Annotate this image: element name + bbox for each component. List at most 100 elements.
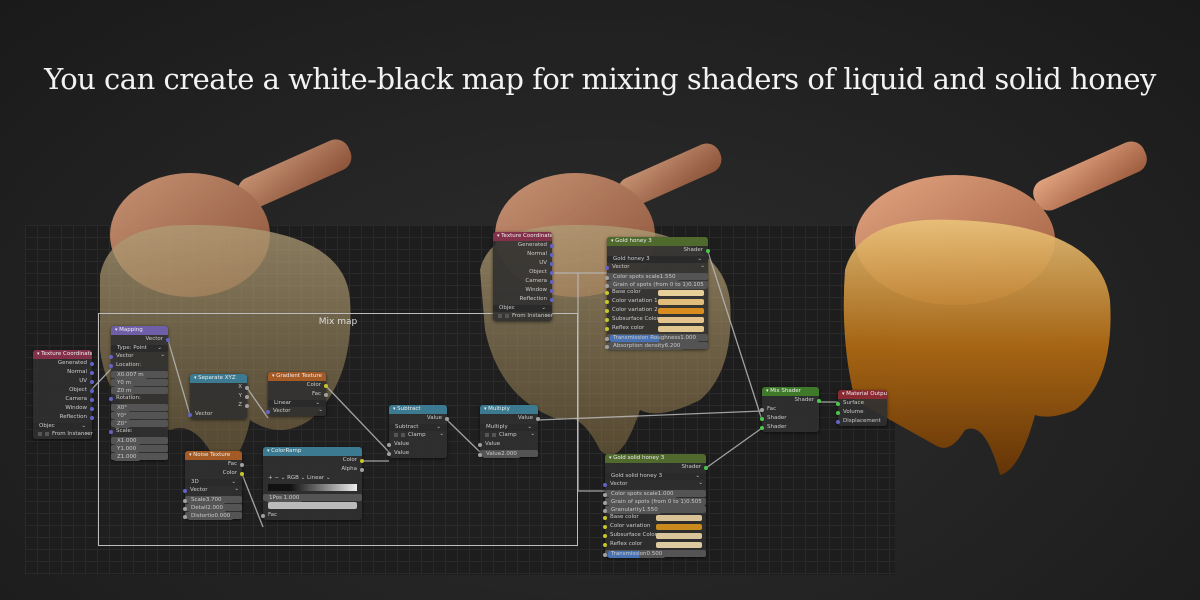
- socket-color[interactable]: [360, 458, 364, 463]
- socket-vector[interactable]: [188, 412, 192, 417]
- node-header[interactable]: Gradient Texture: [268, 372, 326, 381]
- color-swatch[interactable]: [655, 514, 702, 521]
- dropdown[interactable]: 3D: [188, 479, 239, 486]
- socket-float[interactable]: [324, 392, 328, 397]
- socket-shader[interactable]: [760, 416, 764, 421]
- socket-float[interactable]: [183, 498, 187, 503]
- socket-vector[interactable]: [90, 370, 94, 375]
- color-swatch[interactable]: [657, 298, 704, 305]
- socket-vector[interactable]: [605, 265, 609, 270]
- socket-float[interactable]: [536, 416, 540, 421]
- socket-float[interactable]: [360, 467, 364, 472]
- colorramp-toolbar[interactable]: + − ⌄ RGB ⌄ Linear ⌄: [268, 475, 331, 481]
- color-ramp-gradient[interactable]: [268, 484, 357, 491]
- socket-vector[interactable]: [90, 379, 94, 384]
- value-field[interactable]: Grain of spots (from 0 to 1)0.105: [610, 282, 707, 289]
- socket-color[interactable]: [605, 326, 609, 331]
- color-swatch[interactable]: [657, 316, 704, 323]
- socket-vector[interactable]: [550, 270, 554, 275]
- socket-float[interactable]: [605, 283, 609, 288]
- socket-shader[interactable]: [836, 410, 840, 415]
- socket-vector[interactable]: [109, 363, 113, 368]
- socket-float[interactable]: [261, 513, 265, 518]
- dropdown[interactable]: Linear: [271, 400, 323, 407]
- socket-float[interactable]: [183, 506, 187, 511]
- socket-float[interactable]: [478, 452, 482, 457]
- node-multiply[interactable]: MultiplyValueMultiplyClampValueValue2.00…: [478, 405, 540, 458]
- node-noise[interactable]: Noise TextureFacColor3DVectorScale3.700D…: [183, 451, 244, 520]
- socket-color[interactable]: [605, 299, 609, 304]
- socket-float[interactable]: [478, 442, 482, 447]
- socket-shader[interactable]: [817, 398, 821, 403]
- dropdown[interactable]: Gold solid honey 3: [608, 473, 703, 480]
- socket-color[interactable]: [324, 383, 328, 388]
- dropdown[interactable]: Objec: [36, 423, 89, 430]
- color-swatch[interactable]: [655, 541, 702, 548]
- socket-vector[interactable]: [90, 361, 94, 366]
- socket-float[interactable]: [605, 275, 609, 280]
- socket-color[interactable]: [240, 471, 244, 476]
- socket-float[interactable]: [603, 508, 607, 513]
- node-subtract[interactable]: SubtractValueSubtractClampValueValue: [387, 405, 449, 458]
- node-texcoord2[interactable]: Texture CoordinateGeneratedNormalUVObjec…: [493, 232, 554, 321]
- socket-color[interactable]: [603, 524, 607, 529]
- color-swatch[interactable]: [657, 307, 704, 314]
- socket-vector[interactable]: [550, 288, 554, 293]
- socket-vector[interactable]: [550, 261, 554, 266]
- socket-color[interactable]: [605, 290, 609, 295]
- socket-vector[interactable]: [90, 415, 94, 420]
- socket-vector[interactable]: [109, 429, 113, 434]
- socket-float[interactable]: [605, 336, 609, 341]
- socket-vector[interactable]: [90, 406, 94, 411]
- socket-vector[interactable]: [90, 397, 94, 402]
- socket-float[interactable]: [245, 403, 249, 408]
- color-swatch[interactable]: [655, 523, 702, 530]
- checkbox[interactable]: From Instancer: [45, 431, 93, 437]
- socket-shader[interactable]: [760, 425, 764, 430]
- socket-float[interactable]: [183, 514, 187, 519]
- color-swatch-white[interactable]: [268, 502, 357, 509]
- node-header[interactable]: ColorRamp: [263, 447, 362, 456]
- socket-vector[interactable]: [550, 297, 554, 302]
- node-header[interactable]: Separate XYZ: [190, 374, 247, 383]
- node-texcoord1[interactable]: Texture CoordinateGeneratedNormalUVObjec…: [33, 350, 94, 439]
- node-header[interactable]: Noise Texture: [185, 451, 242, 460]
- socket-float[interactable]: [245, 394, 249, 399]
- socket-float[interactable]: [387, 451, 391, 456]
- socket-vector[interactable]: [183, 488, 187, 493]
- node-header[interactable]: Subtract: [389, 405, 447, 414]
- socket-vector[interactable]: [603, 482, 607, 487]
- node-header[interactable]: Gold solid honey 3: [605, 454, 706, 463]
- checkbox[interactable]: Clamp: [492, 432, 517, 438]
- socket-vector[interactable]: [550, 279, 554, 284]
- checkbox[interactable]: Clamp: [401, 432, 426, 438]
- checkbox[interactable]: From Instancer: [505, 313, 553, 319]
- socket-shader[interactable]: [704, 465, 708, 470]
- socket-float[interactable]: [445, 416, 449, 421]
- socket-vector[interactable]: [836, 419, 840, 424]
- color-swatch[interactable]: [657, 289, 704, 296]
- socket-vector[interactable]: [166, 337, 170, 342]
- socket-float[interactable]: [603, 500, 607, 505]
- node-header[interactable]: Mapping: [111, 326, 168, 335]
- socket-color[interactable]: [603, 533, 607, 538]
